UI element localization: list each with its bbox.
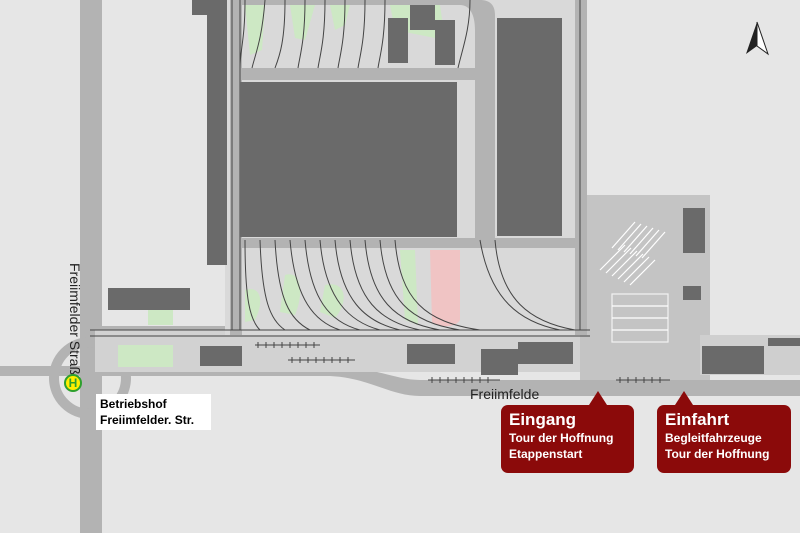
driveway-line2: Tour der Hoffnung [665,447,770,461]
buildings [108,0,800,375]
highlight-area [430,250,460,327]
driveway-title: Einfahrt [665,410,730,429]
entrance-line2: Etappenstart [509,447,583,461]
entrance-line1: Tour der Hoffnung [509,431,614,445]
parking-markings-dark [255,342,670,383]
street-label-freiimfelder-strasse: Freiimfelder Straße [67,263,83,383]
driveway-callout: Einfahrt Begleitfahrzeuge Tour der Hoffn… [657,391,791,473]
north-arrow-icon [746,21,769,56]
driveway-line1: Begleitfahrzeuge [665,431,762,445]
rail-tracks [90,0,590,337]
parking-markings [599,221,669,343]
entrance-title: Eingang [509,410,577,429]
depot-label: Betriebshof Freiimfelder. Str. [96,394,211,430]
depot-label-line1: Betriebshof [100,397,167,411]
entrance-callout: Eingang Tour der Hoffnung Etappenstart [501,391,634,473]
bus-stop-icon[interactable]: H [64,374,82,392]
street-label-freiimfelde: Freiimfelde [470,386,540,402]
depot-label-line2: Freiimfelder. Str. [100,413,195,427]
